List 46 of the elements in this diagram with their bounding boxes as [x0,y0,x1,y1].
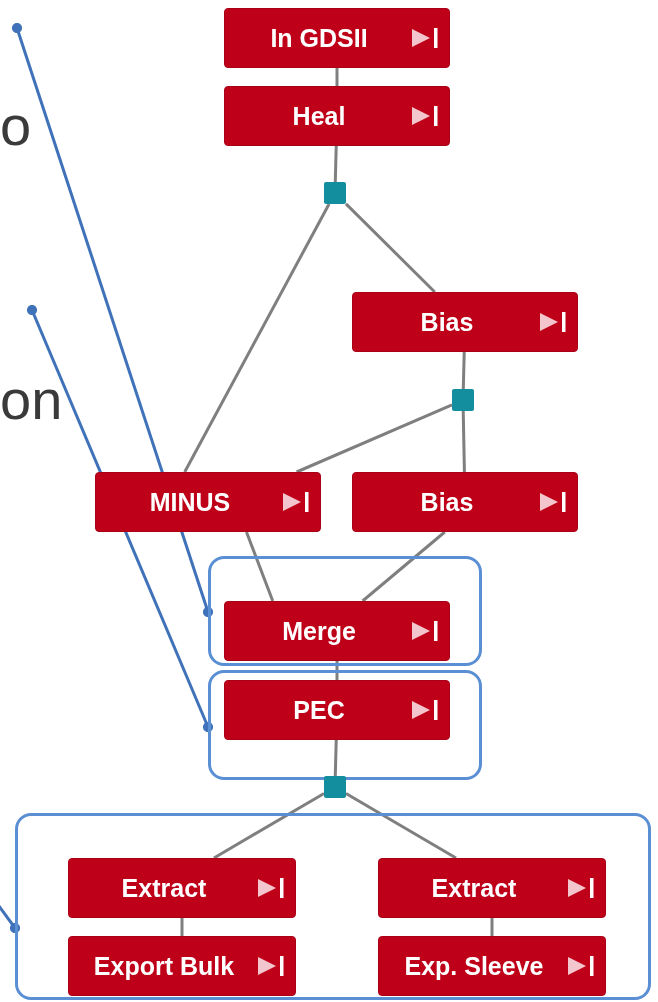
connector-line [213,792,325,860]
connector-line [335,661,339,680]
leader-line [11,22,214,618]
step-label: Bias [419,486,475,518]
step-label: Exp. Sleeve [403,950,545,982]
step-label: Merge [281,615,357,647]
connector-line [183,203,331,473]
junction-square [324,776,346,798]
step-label: MINUS [148,486,232,518]
connector-line [490,918,494,936]
process-box [224,601,450,661]
process-box [352,472,578,532]
process-box [224,680,450,740]
process-box [95,472,321,532]
step-label: In GDSII [269,22,369,54]
process-box [224,86,450,146]
process-box [352,292,578,352]
process-box [378,936,606,996]
step-label: PEC [292,694,346,726]
connector-line [245,531,275,602]
connector-line [333,739,338,777]
junction-square [452,389,474,411]
connector-line [333,145,338,183]
connector-line [296,403,453,474]
step-label: Bias [419,306,475,338]
process-box [378,858,606,918]
connector-line [461,351,466,390]
group-outline [208,556,482,666]
junction-square [324,182,346,204]
group-outline [208,670,482,780]
connector-line [344,202,436,294]
process-box [68,858,296,918]
step-label: Export Bulk [92,950,236,982]
connector-line [180,918,184,936]
process-box [68,936,296,996]
connector-line [335,68,339,86]
connector-line [461,410,466,473]
process-box [224,8,450,68]
partial-text: o [0,98,32,154]
group-outline [15,813,651,1000]
connector-line [345,792,457,860]
step-label: Extract [430,872,518,904]
step-label: Heal [291,100,347,132]
step-label: Extract [120,872,208,904]
connector-line [361,530,446,603]
partial-text: on [0,372,63,428]
